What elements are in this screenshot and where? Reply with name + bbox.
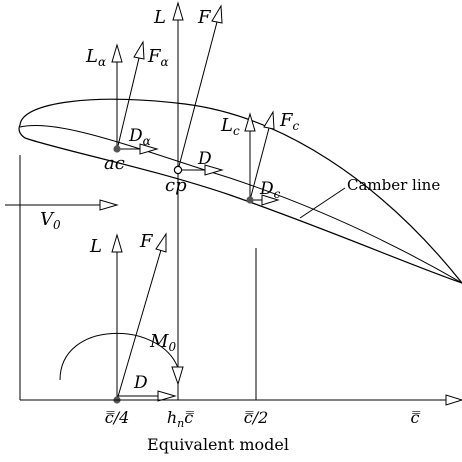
drag-bottom-arrowhead	[157, 390, 177, 402]
tick-label-quarter-chord: c̿/4	[105, 408, 130, 427]
lift-bottom-label: L	[89, 236, 102, 257]
center-of-pressure-point	[173, 165, 183, 175]
camber-line	[19, 124, 462, 284]
resultant-cp-arrowhead	[211, 4, 223, 24]
resultant-ac-arrow	[116, 57, 140, 151]
resultant-bottom-arrowhead	[155, 232, 167, 253]
lift-cp-arrowhead	[172, 1, 184, 21]
drag-cp-arrowhead	[204, 164, 224, 176]
freestream-velocity-arrowhead	[99, 199, 119, 211]
lift-bottom-arrowhead	[111, 233, 123, 253]
chord-point-c	[246, 196, 254, 204]
center-of-pressure-label: cp	[165, 175, 187, 196]
resultant-c-label: Fc	[279, 110, 300, 133]
drag-ac-arrowhead	[139, 143, 159, 155]
freestream-velocity-label: V0	[40, 209, 61, 232]
tick-label-hn-chord: hnc̿	[167, 408, 194, 430]
camber-line-label: Camber line	[347, 176, 440, 194]
drag-c-arrowhead	[261, 194, 280, 206]
resultant-ac-label: Fα	[147, 46, 169, 69]
moment-arc-arrowhead	[171, 366, 184, 386]
drag-bottom-label: D	[133, 373, 148, 393]
chord-axis-arrowhead	[445, 394, 462, 406]
resultant-ac-arrowhead	[133, 40, 145, 60]
tick-label-chord: c̿	[411, 408, 421, 427]
resultant-cp-label: F	[197, 7, 212, 28]
resultant-c-arrow	[249, 127, 270, 201]
drag-cp-label: D	[197, 149, 212, 169]
resultant-bottom-label: F	[139, 231, 154, 252]
equivalent-model-caption: Equivalent model	[147, 435, 289, 454]
airfoil-outline	[18, 98, 462, 284]
tick-label-half-chord: c̿/2	[244, 408, 269, 427]
lift-ac-label: Lα	[85, 46, 106, 69]
resultant-bottom-arrow	[116, 249, 162, 401]
camber-line-leader	[299, 187, 346, 219]
moment-label: M0	[149, 331, 176, 354]
resultant-cp-arrow	[177, 21, 218, 171]
drag-ac-label: Dα	[128, 126, 151, 148]
aerodynamic-center-point	[113, 145, 121, 153]
resultant-c-arrowhead	[263, 110, 275, 130]
lift-cp-label: L	[153, 7, 166, 28]
drag-c-label: Dc	[259, 179, 281, 201]
lift-c-label: Lc	[220, 115, 240, 138]
lift-c-arrowhead	[244, 112, 256, 132]
lift-ac-arrowhead	[111, 43, 123, 63]
moment-arc	[59, 332, 179, 381]
aerodynamic-center-label: ac	[104, 153, 125, 174]
